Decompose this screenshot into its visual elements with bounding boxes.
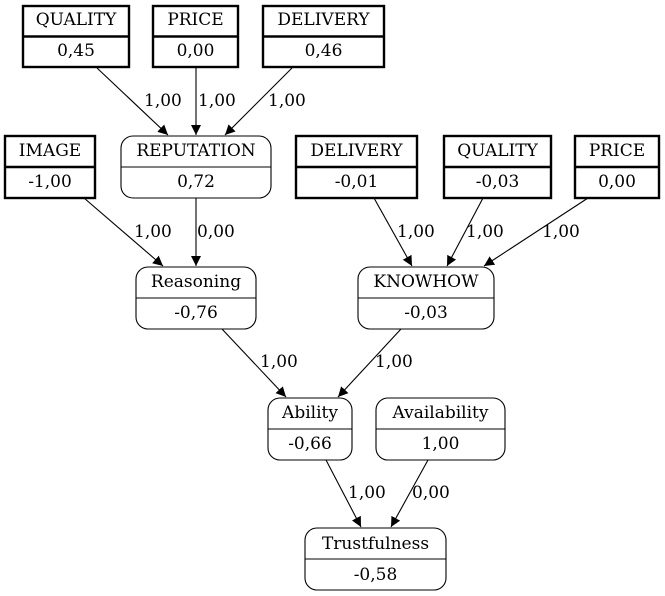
node-reputation: REPUTATION 0,72 [120, 135, 272, 199]
node-value: 0,00 [598, 172, 636, 192]
edge-weight-label: 1,00 [268, 91, 306, 111]
node-title: QUALITY [36, 10, 117, 30]
node-delivery-mid: DELIVERY -0,01 [294, 134, 419, 200]
node-price-mid: PRICE 0,00 [573, 134, 661, 200]
node-quality-top: QUALITY 0,45 [21, 4, 131, 69]
node-title: QUALITY [457, 141, 538, 161]
edge-weight-label: 1,00 [397, 222, 435, 242]
edge-weight-label: 1,00 [260, 352, 298, 372]
edge-weight-label: 0,00 [412, 483, 450, 503]
edge-ability-trustfulness: 1,00 [325, 459, 386, 528]
node-ability: Ability -0,66 [267, 397, 353, 461]
node-title: PRICE [167, 10, 223, 30]
edge-quality-reputation: 1,00 [96, 67, 182, 136]
node-value: -0,03 [476, 172, 520, 192]
node-quality-mid: QUALITY -0,03 [442, 134, 553, 200]
node-title: DELIVERY [310, 141, 403, 161]
node-trustfulness: Trustfulness -0,58 [304, 527, 447, 591]
edge-weight-label: 1,00 [348, 483, 386, 503]
node-delivery-top: DELIVERY 0,46 [261, 4, 386, 69]
node-value: 0,45 [57, 41, 95, 61]
node-price-top: PRICE 0,00 [151, 4, 240, 69]
edge-reasoning-ability: 1,00 [221, 328, 298, 398]
edge-weight-label: 1,00 [466, 222, 504, 242]
node-value: -1,00 [28, 172, 72, 192]
edge-image-reasoning: 1,00 [83, 197, 172, 267]
node-value: 0,00 [177, 41, 215, 61]
node-title: Availability [392, 403, 489, 423]
node-reasoning: Reasoning -0,76 [135, 266, 257, 330]
node-title: PRICE [589, 141, 645, 161]
node-title: Ability [281, 403, 338, 423]
edge-weight-label: 1,00 [198, 91, 236, 111]
node-title: Reasoning [151, 272, 241, 292]
node-value: 0,46 [305, 41, 343, 61]
node-value: -0,03 [404, 303, 448, 323]
node-title: REPUTATION [136, 141, 255, 161]
node-availability: Availability 1,00 [375, 397, 506, 461]
edge-price-reputation: 1,00 [191, 68, 236, 135]
node-title: IMAGE [19, 141, 81, 161]
node-value: -0,58 [354, 565, 398, 585]
node-title: KNOWHOW [373, 272, 479, 292]
node-knowhow: KNOWHOW -0,03 [357, 266, 495, 330]
edge-weight-label: 1,00 [144, 91, 182, 111]
edge-reputation-reasoning: 0,00 [191, 198, 235, 266]
edge-quality-knowhow: 1,00 [446, 197, 504, 267]
node-value: 1,00 [422, 434, 460, 454]
node-title: DELIVERY [277, 10, 370, 30]
edges: 1,00 1,00 1,00 1,00 0,00 1,00 1,00 1,00 [83, 67, 589, 528]
edge-availability-trustfulness: 0,00 [390, 459, 450, 528]
edge-weight-label: 1,00 [134, 222, 172, 242]
edge-knowhow-ability: 1,00 [337, 328, 413, 398]
node-value: 0,72 [177, 172, 215, 192]
edge-weight-label: 1,00 [542, 222, 580, 242]
node-title: Trustfulness [322, 534, 429, 554]
edge-weight-label: 1,00 [375, 352, 413, 372]
node-value: -0,76 [174, 303, 218, 323]
edge-weight-label: 0,00 [197, 222, 235, 242]
node-value: -0,66 [288, 434, 332, 454]
node-image: IMAGE -1,00 [3, 134, 97, 200]
edge-delivery-reputation: 1,00 [224, 67, 306, 136]
node-value: -0,01 [335, 172, 379, 192]
edge-delivery-knowhow: 1,00 [373, 197, 435, 267]
edge-price-knowhow: 1,00 [483, 197, 589, 267]
